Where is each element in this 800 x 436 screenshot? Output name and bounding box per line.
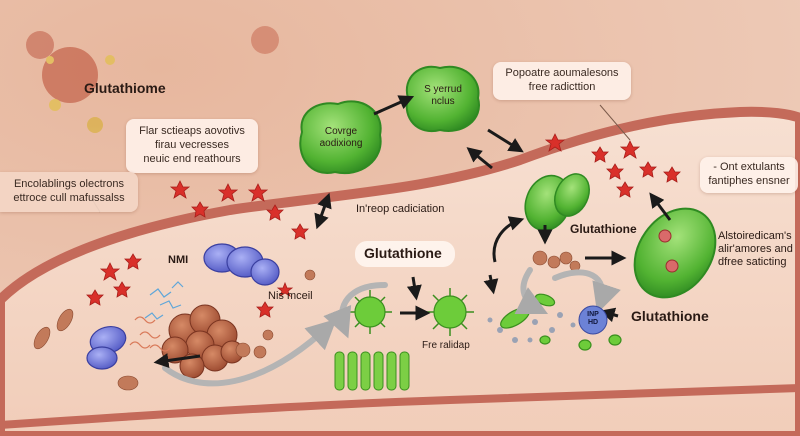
bacterium-icon xyxy=(426,288,474,336)
top-right-text-box-label: Popoatre aoumalesons free radicttion xyxy=(505,67,619,93)
red-blood-cell-icon xyxy=(217,183,239,202)
small-brown-particles xyxy=(33,250,581,391)
green-cell-large xyxy=(633,207,717,299)
red-blood-cell-icon xyxy=(113,281,131,298)
grey-arrows xyxy=(162,267,621,387)
green-cell-icon xyxy=(299,100,382,175)
green-cell-top xyxy=(405,65,480,133)
arrow-icon xyxy=(314,192,332,230)
inp-badge-label: INP HD xyxy=(587,311,599,327)
red-blood-cell-icon xyxy=(639,161,657,178)
green-cell-icon xyxy=(405,65,480,133)
red-blood-cell-icon xyxy=(191,201,209,218)
red-blood-cell-icon xyxy=(591,146,609,163)
inp-badge xyxy=(578,305,608,335)
glutathione-right: Glutathione xyxy=(631,308,709,324)
top-right-text-box: Popoatre aoumalesons free radicttion xyxy=(493,62,631,100)
squiggles xyxy=(129,316,171,352)
red-blood-cell-icon xyxy=(86,289,104,306)
red-blood-cell-icon xyxy=(544,133,566,152)
red-blood-cell-icon xyxy=(266,204,284,221)
red-blood-cell-icon xyxy=(169,180,191,199)
fre-ralidap-label: Fre ralidap xyxy=(422,340,470,351)
red-blood-cell-icon xyxy=(663,166,681,183)
black-arrows xyxy=(153,95,672,368)
right-text-box: - Ont extulants fantiphes ensner xyxy=(700,157,798,193)
left-text-box: Flar sctieaps aovotivs firau vecresses n… xyxy=(126,119,258,173)
arrow-icon xyxy=(153,353,201,368)
arrow-icon xyxy=(373,95,415,116)
arrow-icon xyxy=(599,307,619,323)
center-label: In'reop cadiciation xyxy=(356,203,445,215)
pointer-line xyxy=(599,104,631,141)
red-blood-cell-icon xyxy=(619,140,641,159)
glutathione-center-pill xyxy=(355,241,455,267)
red-blood-cells xyxy=(86,133,681,318)
left-text-box-label: Flar sctieaps aovotivs firau vecresses n… xyxy=(139,125,245,165)
top-left-title: Glutathiome xyxy=(84,80,166,96)
red-blood-cell-icon xyxy=(247,183,269,202)
green-cylinders xyxy=(334,351,410,391)
red-blood-cell-icon xyxy=(124,253,142,270)
fibres xyxy=(144,281,184,320)
glutathione-center: Glutathione xyxy=(364,245,442,261)
red-blood-cell-icon xyxy=(276,281,294,297)
arrow-icon xyxy=(492,216,525,263)
vessel-lower-wall xyxy=(0,384,800,429)
arrow-icon xyxy=(649,192,672,221)
arrow-icon xyxy=(483,274,499,295)
green-cell-top-label: S yerrud nclus xyxy=(424,84,462,107)
red-blood-cell-icon xyxy=(99,262,121,281)
red-blood-cell-icon xyxy=(291,223,309,240)
red-blood-cell-icon xyxy=(606,163,624,180)
right-side-label: Alstoiredicam's alir'amores and dfree sa… xyxy=(718,230,793,269)
nmi-label: NMI xyxy=(168,254,189,266)
green-cell-mid xyxy=(524,173,590,232)
arrow-icon xyxy=(406,276,422,301)
glutathione-mid-right: Glutathione xyxy=(570,222,637,236)
arrow-icon xyxy=(466,147,493,170)
bacterium-icon xyxy=(348,290,392,334)
side-text-box-label: Encolablings olectrons ettroce cull mafu… xyxy=(13,178,125,204)
blurred-cells xyxy=(26,26,279,133)
molecules xyxy=(487,312,576,343)
green-cell-left-label: Covrge aodixiong xyxy=(319,126,363,149)
arrow-icon xyxy=(487,128,524,153)
red-blood-cell-icon xyxy=(616,181,634,198)
nis-mceil-label: Nis mceil xyxy=(268,290,313,302)
red-blood-cell-icon xyxy=(256,301,274,318)
right-text-box-label: - Ont extulants fantiphes ensner xyxy=(708,161,790,187)
side-text-box: Encolablings olectrons ettroce cull mafu… xyxy=(0,172,138,212)
green-cell-left xyxy=(299,100,382,175)
blue-cells xyxy=(86,243,280,370)
